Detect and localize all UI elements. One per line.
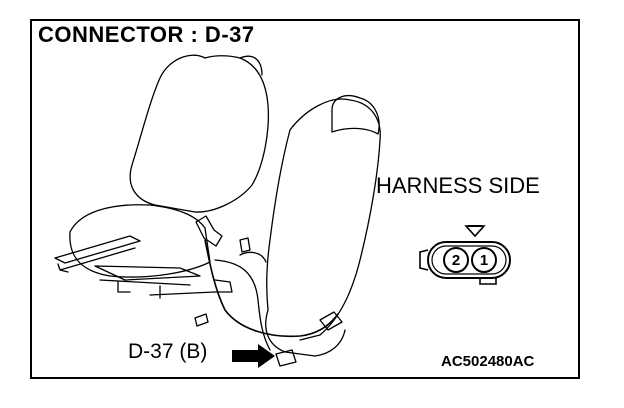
front-seat-backrest xyxy=(289,98,381,341)
figure-id: AC502480AC xyxy=(441,353,535,370)
seat-rail-left xyxy=(54,235,141,264)
pin-label: 1 xyxy=(480,252,488,269)
harness-side-label: HARNESS SIDE xyxy=(376,173,540,198)
diagram-title: CONNECTOR : D-37 xyxy=(38,22,255,47)
diagram-frame xyxy=(30,19,580,379)
rear-seat-backrest xyxy=(129,54,270,213)
pin-label: 2 xyxy=(452,252,460,269)
connector-label: D-37 (B) xyxy=(128,340,208,363)
pointer-arrow-icon xyxy=(232,344,275,368)
connector-face-icon: 2 1 xyxy=(419,225,511,285)
connector-d37-housing xyxy=(275,349,297,367)
belt-buckle xyxy=(195,215,223,247)
front-seat-cushion xyxy=(265,309,346,357)
wiring-harness xyxy=(204,239,339,338)
headrest xyxy=(331,95,380,135)
